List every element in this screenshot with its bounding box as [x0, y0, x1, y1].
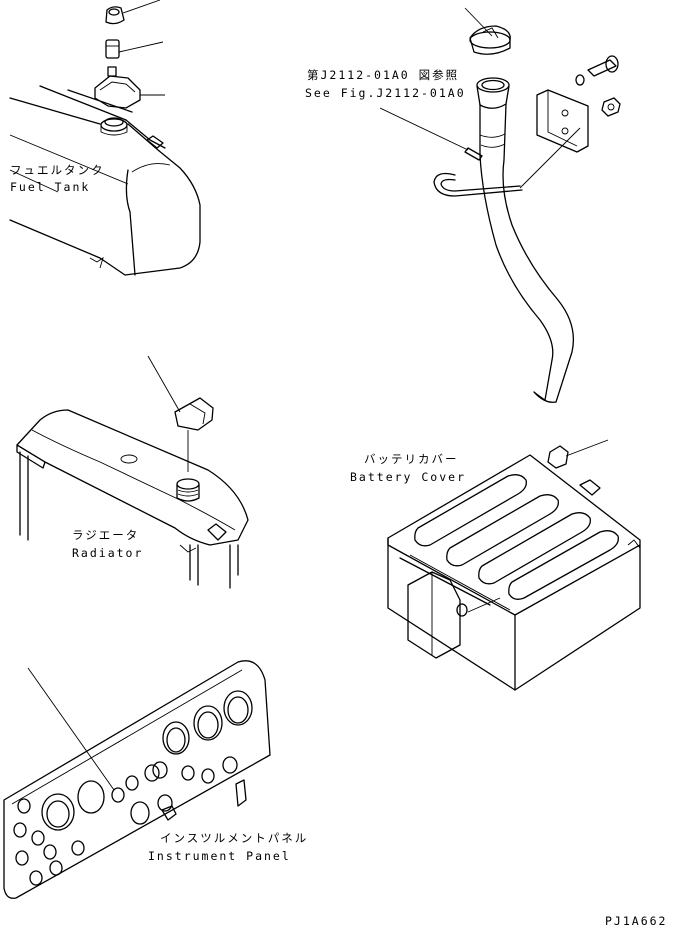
instrument-panel-label-en: Instrument Panel — [148, 849, 291, 863]
instrument-panel-label-jp: インスツルメントパネル — [160, 831, 309, 845]
radiator — [16, 355, 249, 589]
radiator-label-en: Radiator — [72, 546, 144, 560]
drawing-code: PJ1A662 — [605, 914, 668, 928]
filler-pipe-assembly — [379, 7, 621, 403]
fuel-tank-label-jp: フュエルタンク — [10, 163, 105, 177]
fuel-tank — [9, 85, 201, 276]
battery-cover — [387, 439, 641, 691]
radiator-label-jp: ラジエータ — [72, 528, 140, 542]
battery-cover-label-en: Battery Cover — [350, 470, 467, 484]
fuel-tank-label-en: Fuel Tank — [10, 180, 91, 194]
instrument-panel — [3, 660, 271, 899]
switch-group — [13, 756, 247, 886]
fuel-cap-assembly — [94, 0, 165, 109]
battery-cover-label-jp: バッテリカバー — [364, 452, 459, 466]
gauge-group — [41, 690, 253, 831]
see-fig-label-jp: 第J2112-01A0 図参照 — [307, 68, 460, 82]
see-fig-label-en: See Fig.J2112-01A0 — [305, 86, 466, 100]
